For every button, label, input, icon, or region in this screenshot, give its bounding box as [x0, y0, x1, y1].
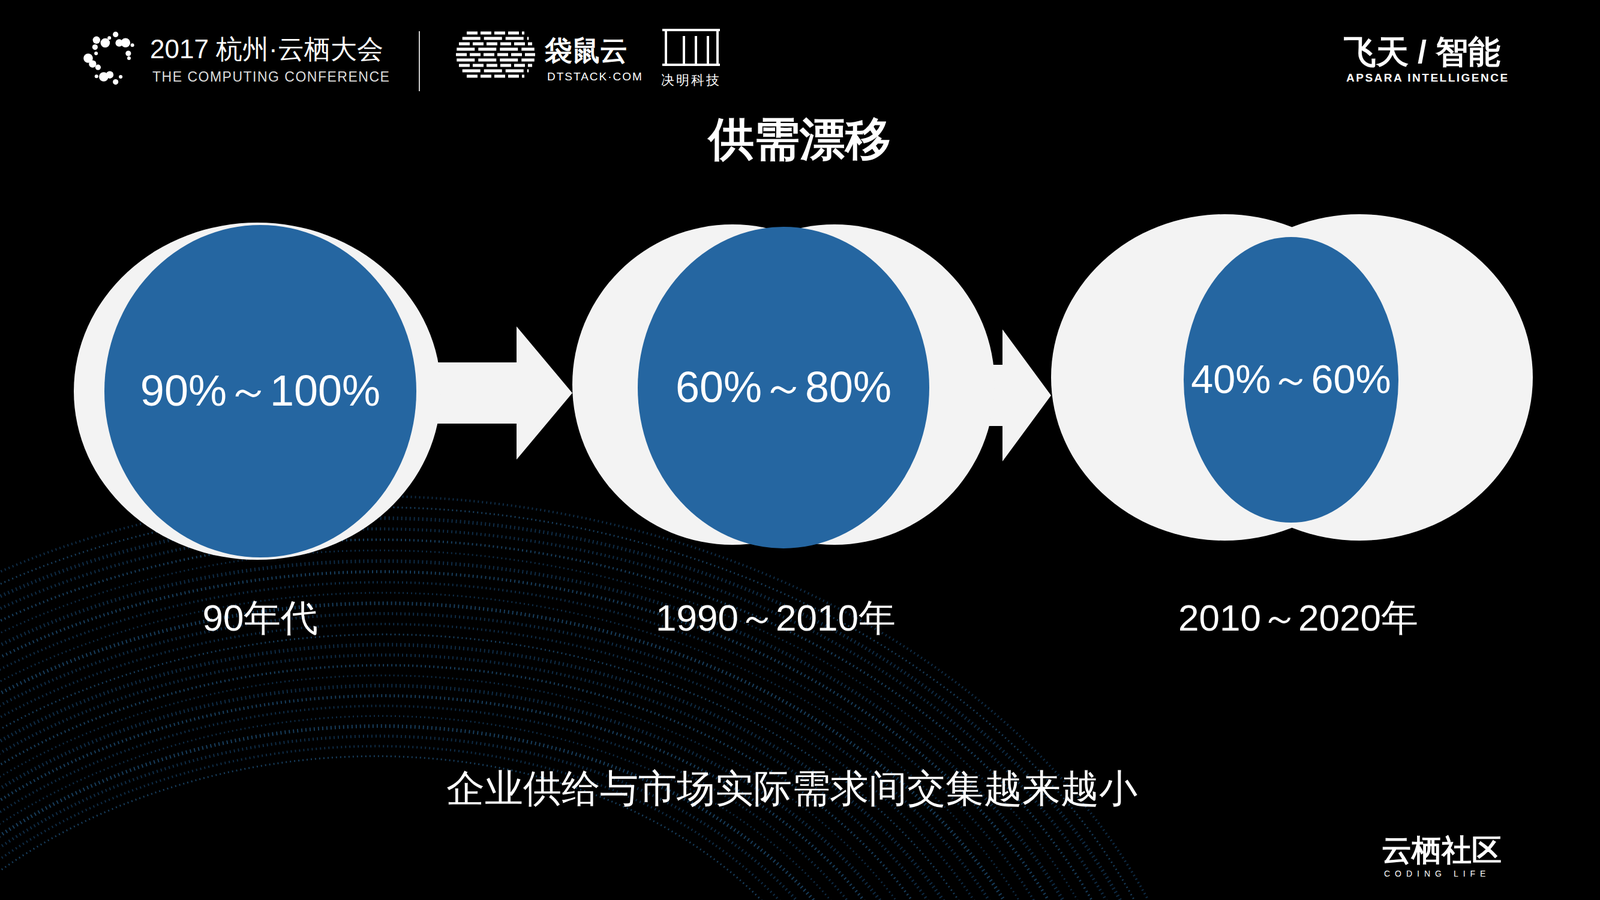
- swirl-strand: [0, 482, 1200, 900]
- overlap-circles: 60%～80%: [572, 224, 995, 545]
- swirl-strand: [0, 608, 1062, 900]
- logo-stripe: [466, 74, 525, 78]
- swirl-strand: [0, 633, 1019, 900]
- supply-circle: [73, 222, 441, 560]
- period-label: 2010～2020年: [1178, 596, 1419, 639]
- logo-dot: [120, 38, 131, 48]
- logo-stripe: [458, 64, 533, 68]
- logo-dot: [125, 50, 131, 57]
- brand-name: 决明科技: [661, 72, 722, 88]
- percentage-label: 60%～80%: [675, 358, 892, 417]
- caption: 企业供给与市场实际需求间交集越来越小: [446, 766, 1138, 812]
- logo-dot: [83, 53, 93, 63]
- separator-line: [418, 31, 420, 92]
- community-name: 云栖社区: [1381, 833, 1502, 869]
- percentage-label: 40%～60%: [1190, 352, 1391, 407]
- logo-dot: [95, 64, 101, 71]
- circle-text-area: 40%～60%: [1183, 236, 1399, 523]
- brand-url: DTSTACK·COM: [547, 70, 644, 84]
- swirl-strand: [0, 625, 1037, 900]
- logo-stripe: [466, 31, 525, 35]
- conference-name: 2017 杭州·云栖大会: [149, 34, 384, 65]
- brand-name: 飞天 / 智能: [1343, 32, 1501, 71]
- period-label: 90年代: [202, 596, 319, 639]
- logo-stripe: [462, 69, 530, 73]
- swirl-strand: [0, 591, 1082, 900]
- swirl-strand: [0, 621, 1046, 900]
- logo-stripe: [458, 42, 533, 46]
- conference-logo: [83, 31, 134, 85]
- demand-circle: [1183, 236, 1399, 523]
- brand-name: 袋鼠云: [544, 34, 628, 67]
- swirl-strand: [0, 629, 1028, 900]
- brand-subtitle: APSARA INTELLIGENCE: [1346, 71, 1510, 85]
- swirl-strand: [0, 556, 1121, 900]
- logo-dot: [130, 43, 135, 47]
- conference-subtitle: THE COMPUTING CONFERENCE: [152, 68, 390, 85]
- community-slogan: CODING LIFE: [1384, 868, 1491, 879]
- logo-stripe: [455, 53, 536, 57]
- logo-dot: [127, 56, 131, 60]
- period-label: 1990～2010年: [655, 596, 896, 639]
- swirl-strand: [0, 573, 1101, 900]
- logo-stripe: [456, 58, 534, 62]
- jueming-logo: [662, 29, 720, 65]
- overlap-circles: 40%～60%: [1051, 214, 1533, 541]
- logo-dot: [98, 71, 109, 82]
- circle-text-area: 60%～80%: [637, 226, 930, 549]
- swirl-strand: [0, 538, 1141, 900]
- overlap-circles: 90%～100%: [73, 222, 441, 560]
- logo-dot: [112, 31, 119, 38]
- supply-circle: [1051, 214, 1398, 541]
- circle-text-area: 90%～100%: [104, 224, 417, 558]
- logo-dot: [92, 44, 98, 50]
- logo-dot: [94, 74, 99, 78]
- logo-dot: [92, 36, 101, 44]
- logo-dot: [112, 79, 119, 85]
- percentage-label: 90%～100%: [140, 362, 381, 420]
- logo-dot: [94, 51, 98, 56]
- logo-stripe: [456, 47, 534, 51]
- swirl-strand: [0, 519, 1161, 900]
- title: 供需漂移: [708, 112, 891, 165]
- logo-dot: [107, 35, 111, 40]
- swirl-strand: [0, 501, 1181, 900]
- logo-dot: [100, 38, 111, 48]
- demand-circle: [637, 226, 930, 549]
- demand-circle: [104, 224, 417, 558]
- dtstack-logo: [455, 32, 536, 77]
- logo-stripe: [462, 37, 530, 41]
- logo-dot: [118, 74, 123, 79]
